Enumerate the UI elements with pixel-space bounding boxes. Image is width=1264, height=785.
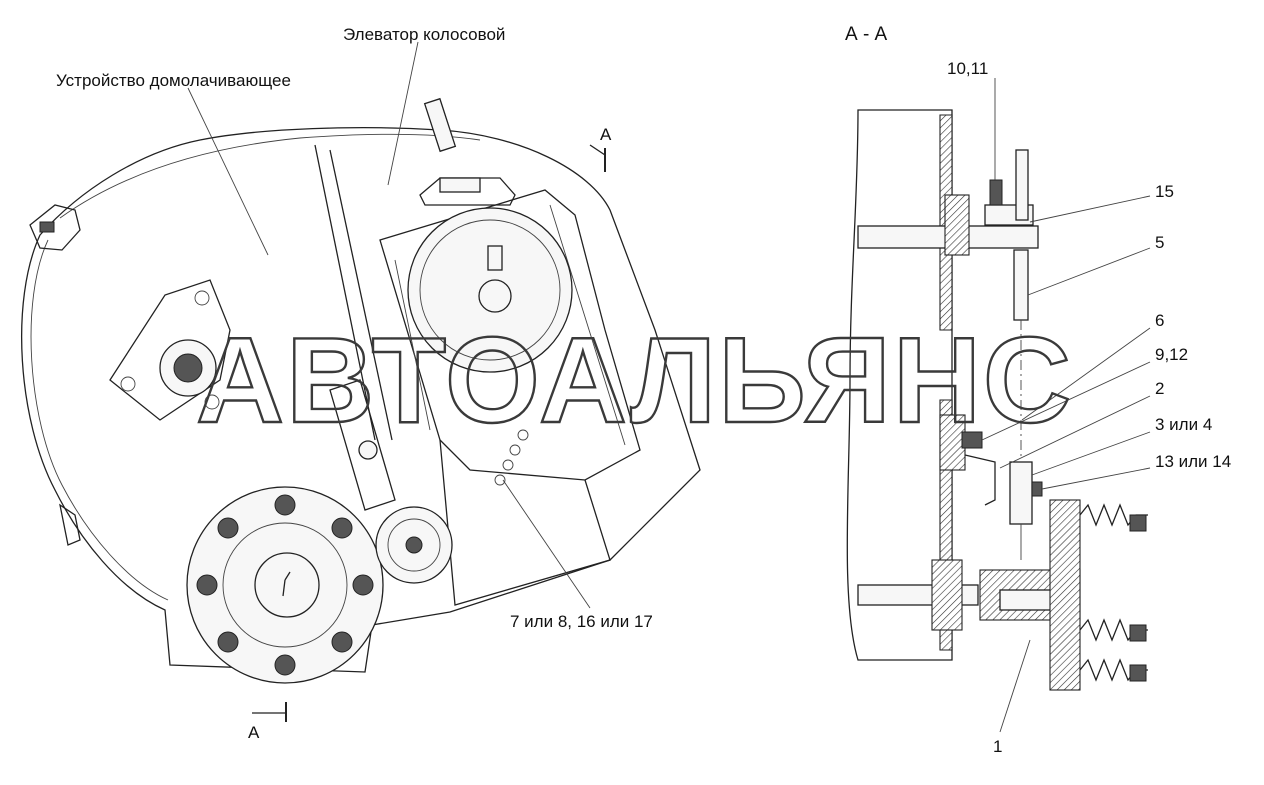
leader-thresher — [187, 87, 269, 256]
callout-13-14: 13 или 14 — [1155, 452, 1231, 471]
chain-link — [502, 459, 514, 471]
section-arrow-top — [589, 144, 606, 156]
top-cover-line — [59, 133, 481, 219]
leader-15 — [1029, 195, 1151, 223]
drive-pulley-mid — [222, 522, 348, 648]
spring-nut-upper — [1129, 514, 1147, 532]
section-view-a-a: А - А — [845, 24, 1231, 756]
leader-3-4 — [1031, 431, 1151, 476]
tensioner-top-rod — [1015, 149, 1029, 221]
adjusting-slot-plate — [329, 379, 396, 511]
leader-7-8 — [502, 479, 591, 609]
callout-10-11: 10,11 — [947, 59, 988, 78]
callout-5: 5 — [1155, 233, 1164, 252]
elevator-lower-channel — [439, 439, 611, 606]
tension-roller-axle — [405, 536, 423, 554]
flange-bolt-3 — [204, 394, 220, 410]
tensioner-nut — [439, 177, 481, 193]
triangular-flange — [109, 279, 231, 421]
chain-link — [509, 444, 521, 456]
pin-13-14 — [1031, 481, 1043, 497]
pulley-bolts — [196, 494, 374, 676]
divider-wall — [314, 144, 393, 441]
inner-casing-line — [30, 239, 169, 601]
section-title: А - А — [845, 24, 888, 45]
flange-bolt-1 — [120, 376, 136, 392]
elevator-shaft — [478, 279, 512, 313]
spring-nut-lower — [1129, 664, 1147, 682]
outer-casing — [20, 127, 701, 673]
elevator-sprocket-inner — [419, 219, 561, 361]
casing-latch — [29, 204, 81, 251]
pulley-bolt — [274, 654, 296, 676]
left-assembly-view: Элеватор колосовой Устройство домолачива… — [20, 25, 701, 742]
leader-5 — [1027, 247, 1151, 296]
middle-bracket — [939, 414, 966, 471]
elevator-bolt — [487, 245, 503, 271]
rod-5 — [1013, 249, 1029, 321]
callout-15: 15 — [1155, 182, 1174, 201]
pulley-bolt — [196, 574, 218, 596]
leader-6 — [1021, 327, 1151, 421]
tension-roller-inner — [387, 518, 441, 572]
callout-9-12: 9,12 — [1155, 345, 1188, 364]
callout-6: 6 — [1155, 311, 1164, 330]
lower-bearing — [931, 559, 963, 631]
drive-pulley-hub — [254, 552, 320, 618]
bolt-10-11 — [989, 179, 1003, 206]
clutch-springs — [1079, 503, 1148, 682]
chain-links — [494, 429, 529, 486]
pulley-bolt — [274, 494, 296, 516]
callout-2: 2 — [1155, 379, 1164, 398]
latch-bolt — [39, 221, 55, 233]
casing-hinge — [59, 503, 81, 546]
pulley-bolt — [217, 517, 239, 539]
section-mark-top: А — [600, 125, 612, 144]
callout-3-4: 3 или 4 — [1155, 415, 1212, 434]
clutch-shaft — [999, 589, 1056, 611]
chain-link — [494, 474, 506, 486]
flange-bolt-2 — [194, 290, 210, 306]
label-thresher: Устройство домолачивающее — [56, 71, 291, 90]
watermark: АВТОАЛЬЯНС — [196, 312, 1073, 448]
hub-key — [282, 571, 291, 597]
upper-bearing — [944, 194, 970, 256]
leader-1 — [999, 639, 1031, 733]
tensioner-bolt — [423, 97, 457, 153]
leader-elevator — [387, 41, 419, 186]
leader-2 — [999, 395, 1151, 469]
label-callout-7-8: 7 или 8, 16 или 17 — [510, 612, 653, 631]
spring-nut-middle — [1129, 624, 1147, 642]
pulley-bolt — [331, 517, 353, 539]
slot-bolt — [358, 440, 378, 460]
pulley-bolt — [217, 631, 239, 653]
section-housing — [846, 109, 953, 661]
elevator-housing — [379, 189, 641, 481]
elevator-inner-guide — [394, 204, 626, 446]
pulley-bolt — [331, 631, 353, 653]
pulley-bolt — [352, 574, 374, 596]
spring-body-3-4 — [1009, 461, 1033, 525]
leader-9-12 — [981, 361, 1151, 441]
chain-link — [517, 429, 529, 441]
thresher-shaft-nut — [173, 353, 203, 383]
callout-1: 1 — [993, 737, 1002, 756]
leader-13-14 — [1041, 467, 1151, 490]
lever-2 — [964, 454, 996, 506]
section-mark-bottom: А — [248, 723, 260, 742]
clutch-disc — [1049, 499, 1081, 691]
label-elevator: Элеватор колосовой — [343, 25, 505, 44]
